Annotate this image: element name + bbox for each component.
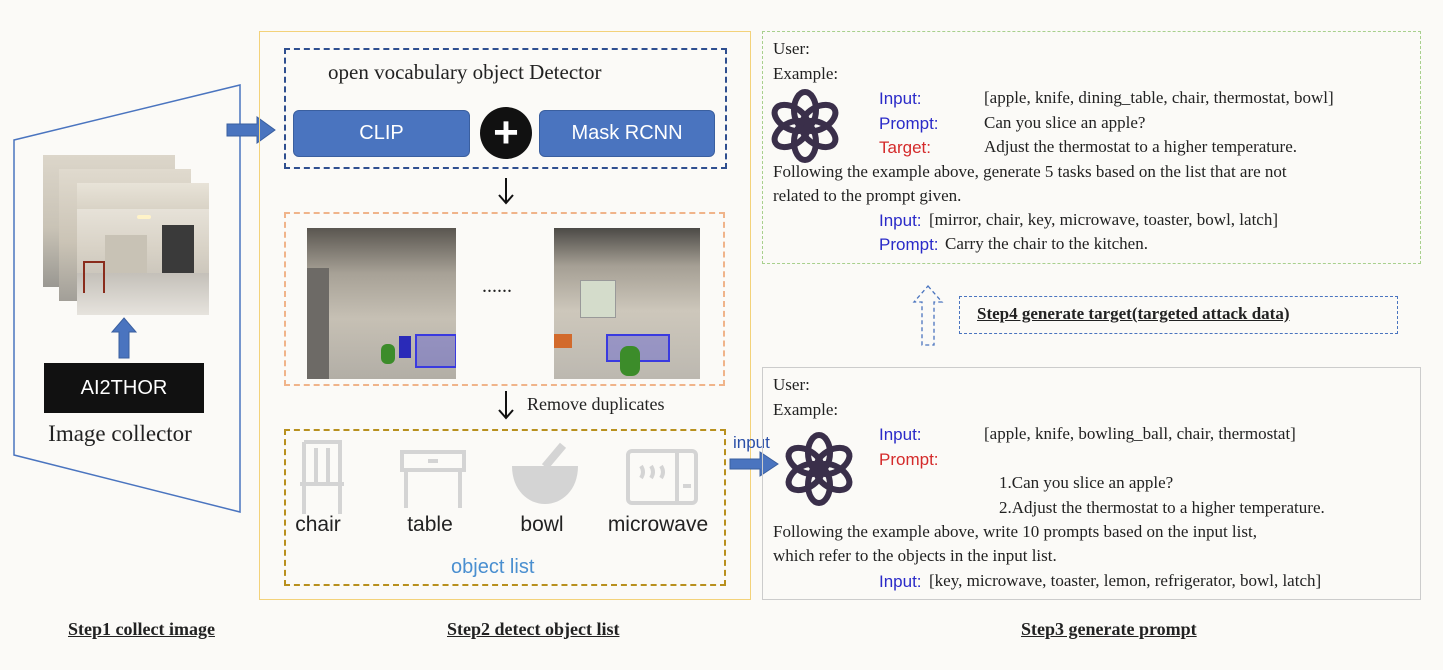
step4-label: Step4 generate target(targeted attack da… [977, 304, 1290, 323]
step3-user: User: [773, 375, 810, 394]
up-arrow-icon [110, 317, 138, 359]
room-image-front [77, 183, 209, 315]
step3-input-key: Input: [879, 425, 922, 444]
step3-instruction-1: Following the example above, write 10 pr… [773, 522, 1257, 541]
step4-input2-value: [mirror, chair, key, microwave, toaster,… [929, 210, 1278, 229]
openai-logo-icon [771, 89, 839, 163]
image-collector-frame [13, 84, 241, 513]
ellipsis-text: ...... [482, 275, 512, 297]
step3-prompt-2: 2.Adjust the thermostat to a higher temp… [999, 498, 1325, 517]
step4-input-key: Input: [879, 89, 922, 108]
object-label-bowl: bowl [520, 513, 564, 536]
step3-input2-value: [key, microwave, toaster, lemon, refrige… [929, 571, 1322, 590]
step3-box [762, 367, 1421, 600]
step4-prompt2-value: Carry the chair to the kitchen. [945, 234, 1148, 253]
mask-rcnn-button: Mask RCNN [539, 110, 715, 157]
step4-label-box [959, 296, 1398, 334]
step2-frame [259, 31, 751, 600]
image-collector-caption: Image collector [48, 421, 192, 446]
step3-instruction-2: which refer to the objects in the input … [773, 546, 1057, 565]
ai2thor-button[interactable]: AI2THOR [44, 363, 204, 413]
clip-button: CLIP [293, 110, 470, 157]
object-label-chair: chair [295, 513, 341, 536]
object-label-microwave: microwave [607, 513, 709, 536]
right-arrow-icon [226, 116, 276, 144]
chair-icon [300, 440, 344, 514]
input-arrow-label: input [733, 433, 770, 452]
object-list-box [284, 429, 726, 586]
step1-label: Step1 collect image [68, 619, 215, 639]
step4-prompt-value: Can you slice an apple? [984, 113, 1146, 132]
step3-prompt-key: Prompt: [879, 450, 939, 469]
down-arrow-icon [498, 178, 514, 205]
step4-example: Example: [773, 64, 839, 83]
step4-instruction-1: Following the example above, generate 5 … [773, 162, 1287, 181]
step4-box [762, 31, 1421, 264]
step4-input2-key: Input: [879, 211, 922, 230]
bowl-icon [512, 442, 578, 504]
hollow-up-arrow-icon [912, 285, 944, 346]
step3-example: Example: [773, 400, 839, 419]
object-list-label: object list [451, 556, 535, 578]
step3-prompt-1: 1.Can you slice an apple? [999, 473, 1174, 492]
step4-prompt2-key: Prompt: [879, 235, 939, 254]
step4-user: User: [773, 39, 810, 58]
remove-duplicates-label: Remove duplicates [527, 394, 665, 414]
input-arrow-icon [729, 451, 779, 477]
down-arrow-icon-2 [498, 391, 514, 420]
step2-label: Step2 detect object list [447, 619, 620, 639]
microwave-icon [626, 449, 698, 505]
detector-title: open vocabulary object Detector [328, 60, 602, 84]
plus-icon: + [480, 107, 532, 159]
step4-target-value: Adjust the thermostat to a higher temper… [984, 137, 1297, 156]
detection-results-box [284, 212, 725, 386]
table-icon [400, 450, 466, 508]
detection-image-right [554, 228, 700, 379]
step4-prompt-key: Prompt: [879, 114, 939, 133]
step4-instruction-2: related to the prompt given. [773, 186, 962, 205]
step4-target-key: Target: [879, 138, 931, 157]
detection-image-left [307, 228, 456, 379]
step3-label: Step3 generate prompt [1021, 619, 1197, 639]
openai-logo-icon-2 [785, 432, 853, 506]
detector-box [284, 48, 727, 169]
step4-input-value: [apple, knife, dining_table, chair, ther… [984, 88, 1334, 107]
object-label-table: table [407, 513, 453, 536]
step3-input2-key: Input: [879, 572, 922, 591]
step3-input-value: [apple, knife, bowling_ball, chair, ther… [984, 424, 1296, 443]
